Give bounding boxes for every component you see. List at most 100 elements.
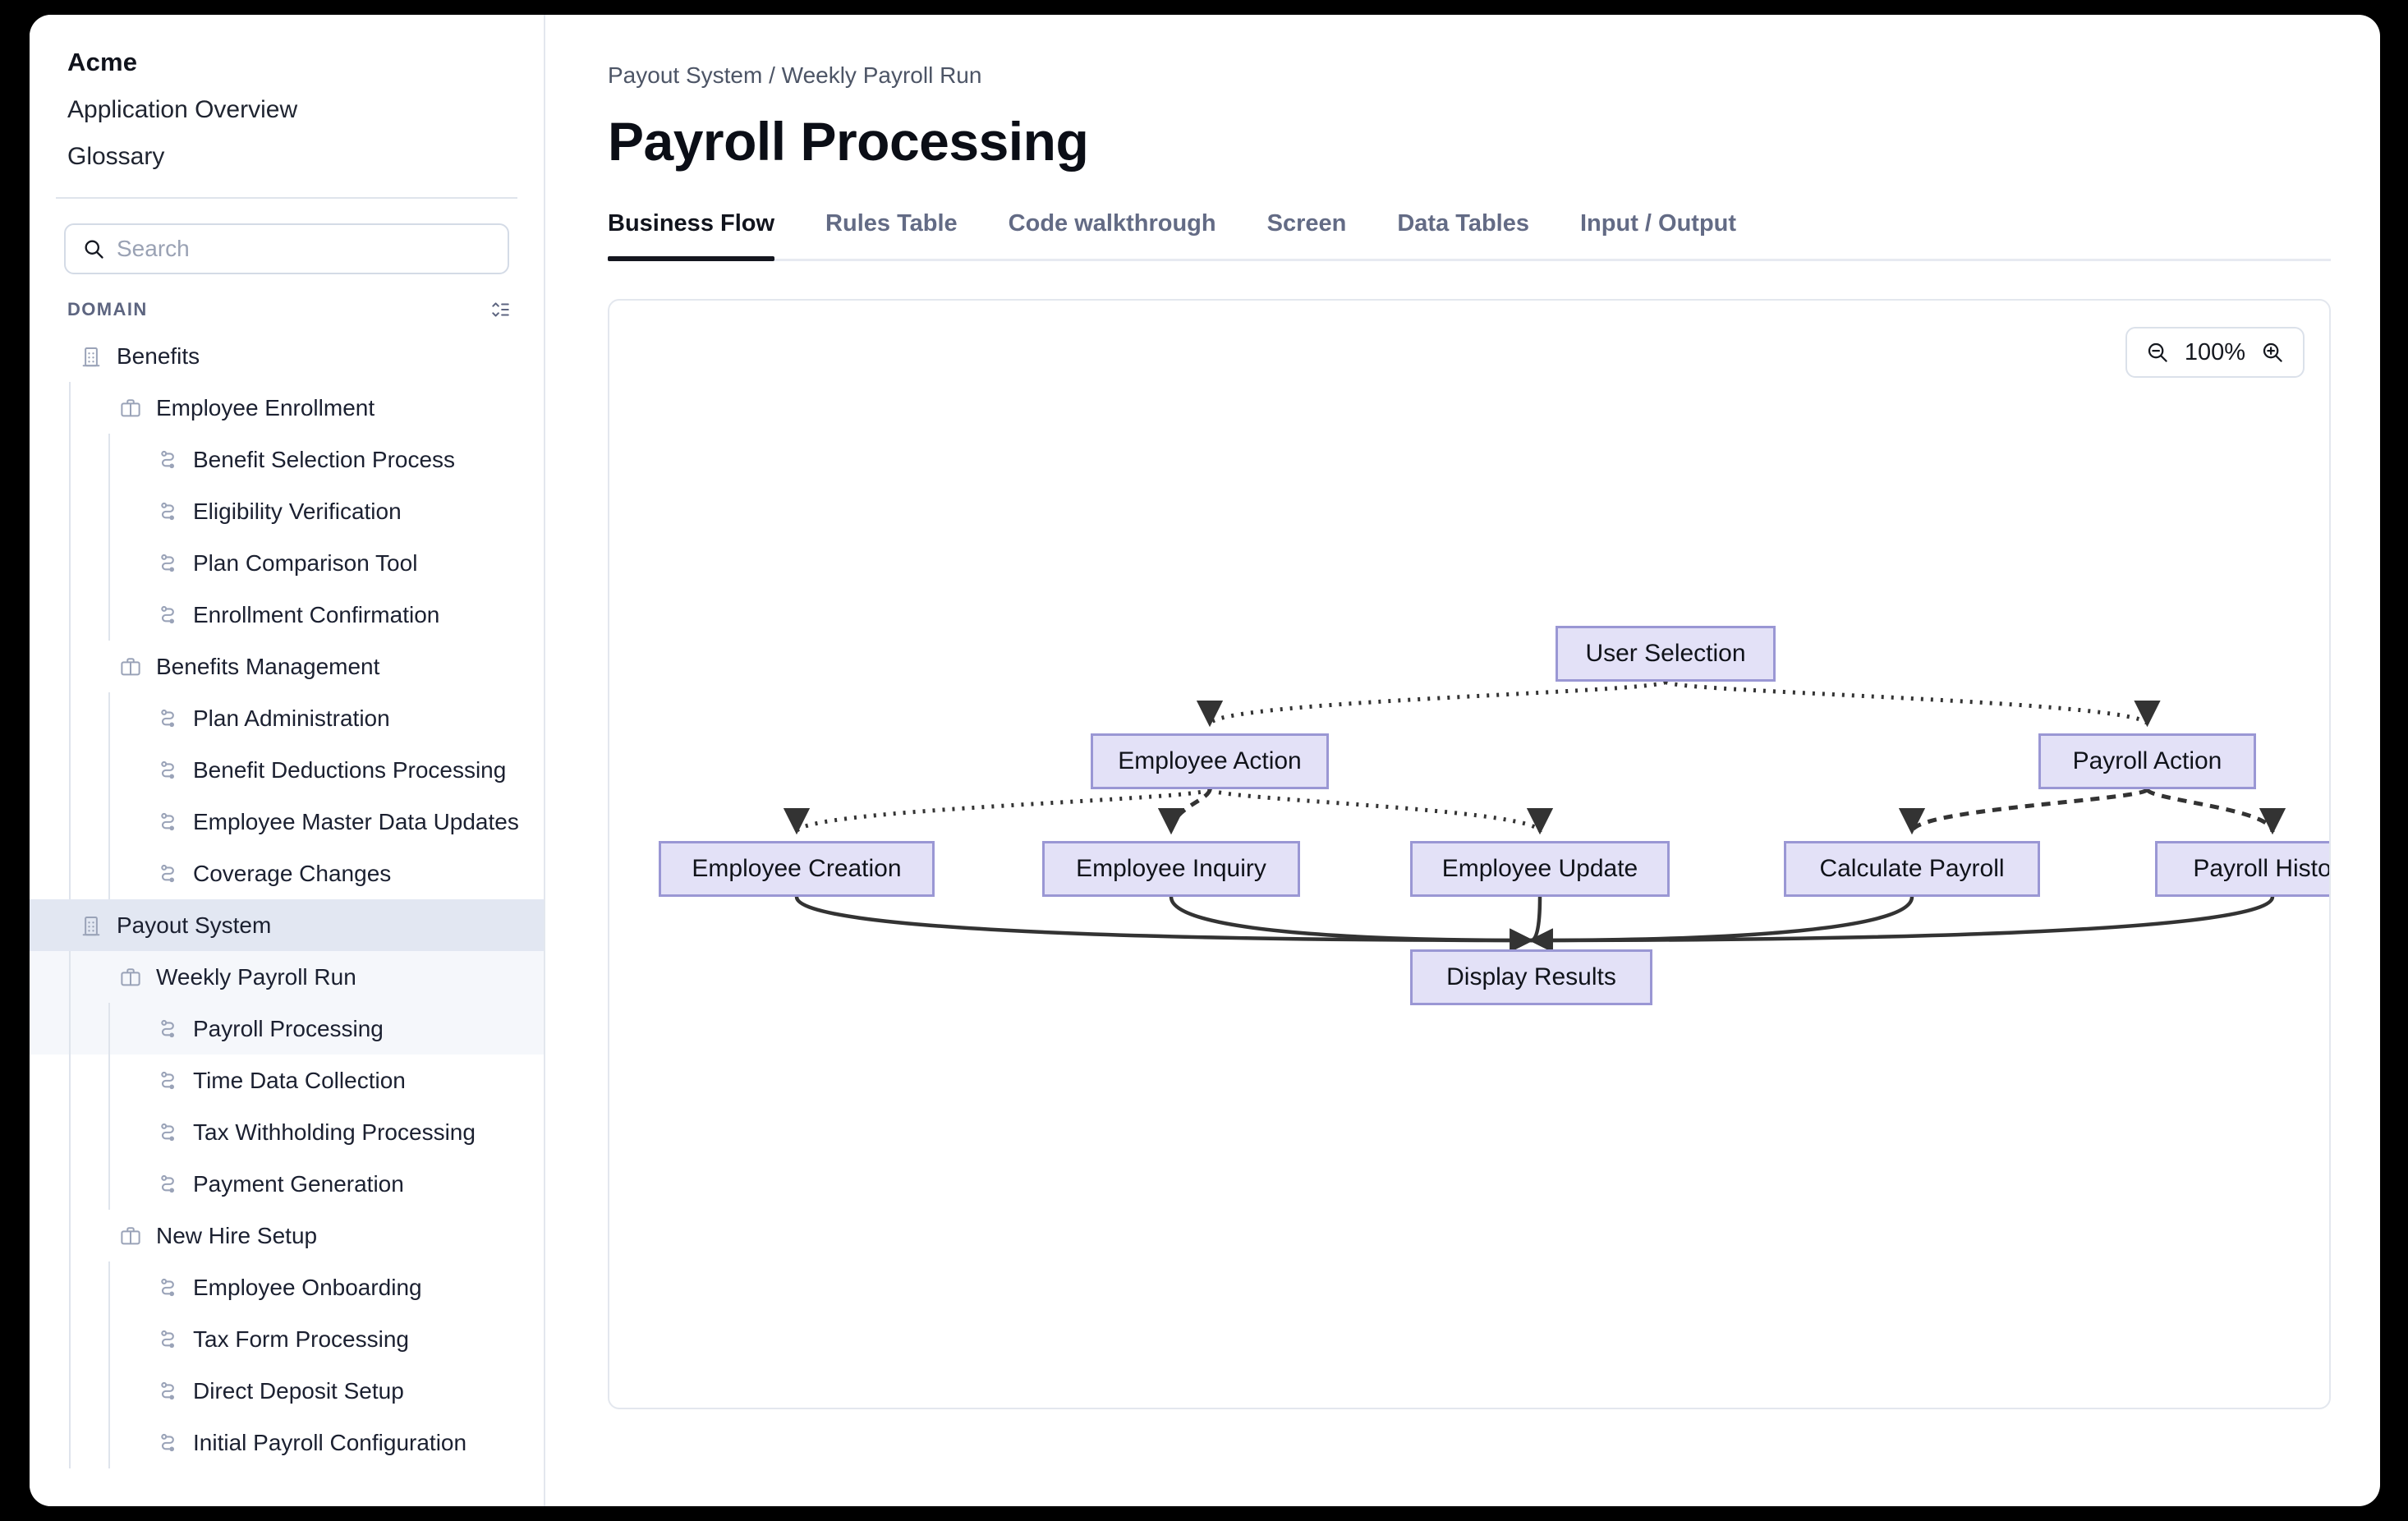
tree-guide-line — [69, 1055, 71, 1106]
flow-edge-calculate-payroll-to-display-results — [1528, 894, 1914, 953]
tree-guide-line — [69, 1365, 71, 1417]
tree-item-label: Tax Form Processing — [193, 1326, 409, 1352]
workflow-icon — [157, 1121, 180, 1144]
tab-business-flow[interactable]: Business Flow — [608, 210, 775, 261]
tree-guide-line — [108, 485, 110, 537]
collapse-all-icon[interactable] — [489, 299, 511, 320]
tree-item-label: Plan Administration — [193, 705, 390, 731]
tree-item-time-data-collection[interactable]: Time Data Collection — [30, 1055, 544, 1106]
tree-item-coverage-changes[interactable]: Coverage Changes — [30, 848, 544, 899]
search-box[interactable] — [64, 223, 509, 274]
workflow-icon — [157, 500, 180, 523]
tree-item-tax-withholding-processing[interactable]: Tax Withholding Processing — [30, 1106, 544, 1158]
search-container — [30, 199, 544, 274]
flow-edge-employee-action-to-employee-creation — [784, 787, 1212, 835]
tree-item-benefit-deductions-processing[interactable]: Benefit Deductions Processing — [30, 744, 544, 796]
workflow-icon — [157, 759, 180, 782]
tree-item-plan-administration[interactable]: Plan Administration — [30, 692, 544, 744]
page-title: Payroll Processing — [608, 111, 1089, 172]
tab-screen[interactable]: Screen — [1266, 210, 1347, 237]
flow-edge-payroll-action-to-calculate-payroll — [1899, 787, 2149, 835]
tree-item-employee-enrollment[interactable]: Employee Enrollment — [30, 382, 544, 434]
tree-item-label: Initial Payroll Configuration — [193, 1429, 467, 1455]
tree-item-label: Eligibility Verification — [193, 498, 402, 524]
flow-node-payroll-history[interactable]: Payroll History — [2155, 841, 2329, 897]
tree-guide-line — [69, 1417, 71, 1468]
flow-node-display-results[interactable]: Display Results — [1410, 949, 1652, 1005]
tree-item-benefits-management[interactable]: Benefits Management — [30, 641, 544, 692]
tree-item-initial-payroll-configuration[interactable]: Initial Payroll Configuration — [30, 1417, 544, 1468]
flow-node-calculate-payroll[interactable]: Calculate Payroll — [1784, 841, 2040, 897]
tree-item-benefits[interactable]: Benefits — [30, 330, 544, 382]
sidebar: Acme Application Overview Glossary DOMAI… — [30, 15, 545, 1506]
breadcrumb[interactable]: Payout System / Weekly Payroll Run — [608, 62, 982, 88]
tree-item-payout-system[interactable]: Payout System — [30, 899, 544, 951]
tree-item-label: Employee Master Data Updates — [193, 808, 519, 834]
tree-item-weekly-payroll-run[interactable]: Weekly Payroll Run — [30, 951, 544, 1003]
tree-guide-line — [108, 1003, 110, 1055]
flow-node-employee-inquiry[interactable]: Employee Inquiry — [1042, 841, 1300, 897]
workflow-icon — [157, 707, 180, 730]
tree-guide-line — [69, 1158, 71, 1210]
tab-input-output[interactable]: Input / Output — [1580, 210, 1737, 237]
tree-guide-line — [108, 537, 110, 589]
briefcase-icon — [118, 965, 143, 990]
tree-item-label: Payout System — [117, 912, 272, 938]
tree-item-label: Coverage Changes — [193, 860, 392, 886]
flow-node-label: Display Results — [1446, 963, 1616, 990]
tab-data-tables[interactable]: Data Tables — [1397, 210, 1529, 237]
nav-application-overview[interactable]: Application Overview — [67, 96, 298, 123]
tree-item-label: Payroll Processing — [193, 1015, 384, 1041]
nav-glossary[interactable]: Glossary — [67, 143, 165, 170]
tree-item-payment-generation[interactable]: Payment Generation — [30, 1158, 544, 1210]
workflow-icon — [157, 604, 180, 627]
tree-guide-line — [69, 641, 71, 692]
flow-node-payroll-action[interactable]: Payroll Action — [2038, 733, 2256, 789]
flow-edge-employee-update-to-display-results — [1528, 894, 1553, 953]
building-icon — [79, 913, 103, 938]
tree-guide-line — [108, 1417, 110, 1468]
tree-item-benefit-selection-process[interactable]: Benefit Selection Process — [30, 434, 544, 485]
workflow-icon — [157, 862, 180, 885]
workflow-icon — [157, 552, 180, 575]
tree-item-enrollment-confirmation[interactable]: Enrollment Confirmation — [30, 589, 544, 641]
tree-item-employee-onboarding[interactable]: Employee Onboarding — [30, 1261, 544, 1313]
tree-guide-line — [108, 434, 110, 485]
flow-edge-employee-action-to-employee-inquiry — [1157, 788, 1212, 835]
tree-item-label: Enrollment Confirmation — [193, 601, 440, 627]
brand-title: Acme — [67, 48, 138, 76]
flow-edge-employee-action-to-employee-update — [1207, 787, 1553, 835]
flow-node-user-selection[interactable]: User Selection — [1556, 626, 1776, 682]
tree-guide-line — [108, 1365, 110, 1417]
flow-node-employee-creation[interactable]: Employee Creation — [659, 841, 935, 897]
tree-item-label: Time Data Collection — [193, 1067, 406, 1093]
tree-item-employee-master-data-updates[interactable]: Employee Master Data Updates — [30, 796, 544, 848]
flow-edge-payroll-action-to-payroll-history — [2145, 787, 2286, 835]
tree-item-label: Plan Comparison Tool — [193, 549, 418, 576]
tree-guide-line — [108, 589, 110, 641]
tree-item-eligibility-verification[interactable]: Eligibility Verification — [30, 485, 544, 537]
tree-guide-line — [69, 1003, 71, 1055]
flow-node-employee-action[interactable]: Employee Action — [1091, 733, 1329, 789]
workflow-icon — [157, 1431, 180, 1454]
tree-guide-line — [69, 692, 71, 744]
zoom-in-icon[interactable] — [2260, 340, 2285, 365]
tree-item-payroll-processing[interactable]: Payroll Processing — [30, 1003, 544, 1055]
zoom-out-icon[interactable] — [2145, 340, 2170, 365]
flow-node-label: Employee Inquiry — [1076, 855, 1266, 882]
tab-rules-table[interactable]: Rules Table — [825, 210, 958, 237]
tree-item-tax-form-processing[interactable]: Tax Form Processing — [30, 1313, 544, 1365]
tree-item-plan-comparison-tool[interactable]: Plan Comparison Tool — [30, 537, 544, 589]
tab-code-walkthrough[interactable]: Code walkthrough — [1008, 210, 1216, 237]
workflow-icon — [157, 448, 180, 471]
tree-guide-line — [108, 848, 110, 899]
search-input[interactable] — [117, 236, 491, 262]
building-icon — [79, 344, 103, 369]
flow-node-employee-update[interactable]: Employee Update — [1410, 841, 1670, 897]
sidebar-divider — [56, 197, 517, 199]
flow-node-label: Employee Action — [1118, 747, 1302, 774]
flow-edge-employee-creation-to-display-results — [794, 894, 1534, 953]
tree-item-direct-deposit-setup[interactable]: Direct Deposit Setup — [30, 1365, 544, 1417]
tree-item-new-hire-setup[interactable]: New Hire Setup — [30, 1210, 544, 1261]
